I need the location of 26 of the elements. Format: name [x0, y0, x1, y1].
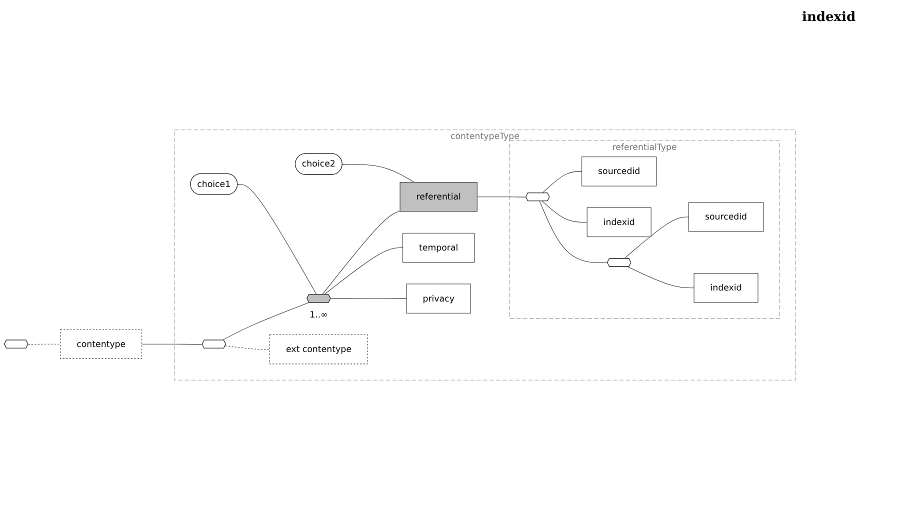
- node-box: indexid: [694, 273, 758, 303]
- connector: [28, 344, 61, 345]
- node-box: temporal: [402, 232, 475, 263]
- connector: [237, 184, 317, 295]
- connector: [628, 266, 694, 288]
- node-box: sourcedid: [582, 156, 657, 186]
- node-box: contentype: [60, 329, 142, 359]
- connector: [322, 210, 400, 295]
- connector: [476, 196, 526, 198]
- connector: [342, 164, 414, 183]
- node-label: 1..∞: [310, 310, 328, 320]
- node-box: indexid: [586, 207, 652, 238]
- connector: [624, 216, 690, 259]
- connector: [542, 171, 582, 194]
- node-box: ext contentype: [269, 334, 368, 364]
- connector: [539, 200, 608, 264]
- connector: [222, 302, 310, 341]
- connector: [330, 298, 407, 299]
- connector: [224, 346, 270, 350]
- connector: [324, 248, 404, 295]
- connector: [542, 200, 588, 223]
- node-box: sourcedid: [688, 202, 764, 232]
- node-box: privacy: [406, 284, 471, 314]
- connector: [142, 344, 203, 345]
- node-box: referential: [400, 182, 478, 212]
- element-label: indexid: [802, 10, 857, 25]
